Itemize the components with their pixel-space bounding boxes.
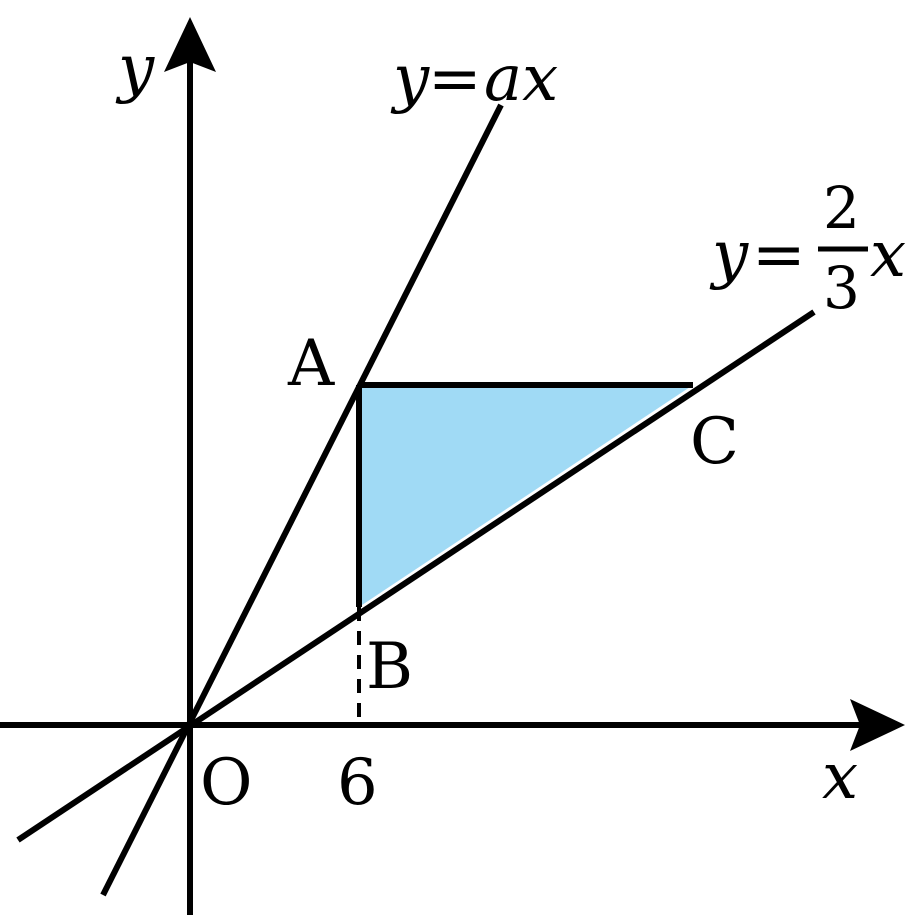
equation-y: y [390,42,430,116]
equation-equals: = [428,42,482,116]
y-axis-arrowhead [164,17,216,72]
x-axis-label: x [822,740,858,814]
point-label-b: B [366,630,413,704]
equation-label-y-two-thirds-x: y = 2 3 x [709,174,906,322]
fraction-numerator: 2 [823,174,860,242]
fraction-denominator: 3 [823,254,860,322]
equation-y: y [709,218,749,292]
equation-rhs: ax [484,42,558,116]
point-label-a: A [287,327,335,401]
x-axis-arrowhead [850,699,905,751]
equation-equals: = [752,218,806,292]
origin-label: O [200,746,252,820]
line-y-two-thirds-x [16,309,816,843]
equation-variable: x [870,218,906,292]
y-axis-label: y [115,32,155,106]
line-y-ax [100,103,504,897]
equation-label-y-ax: y = ax [390,42,558,116]
tick-label-6: 6 [337,746,378,820]
triangle-abc-fill [359,385,693,607]
point-label-c: C [690,405,739,479]
